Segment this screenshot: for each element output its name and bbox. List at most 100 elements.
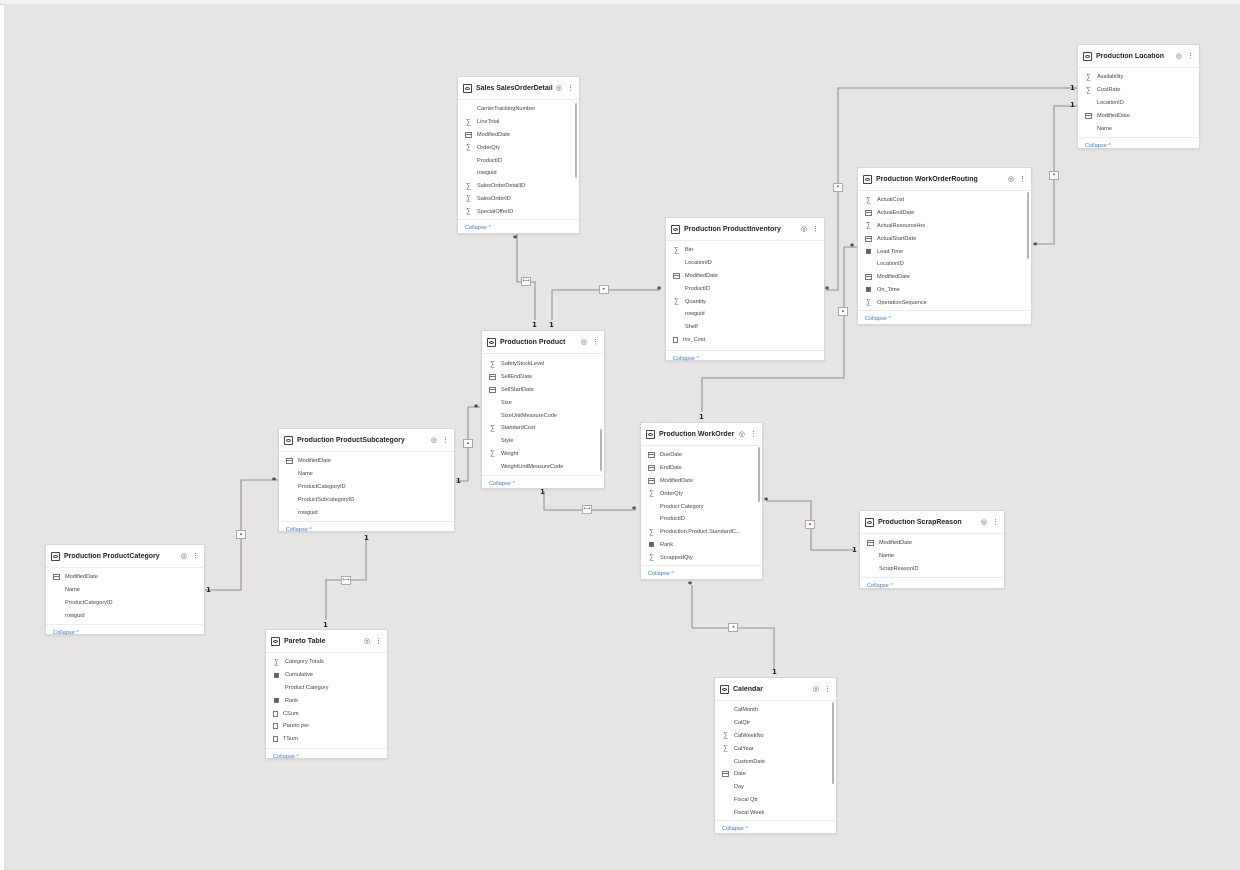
field-row[interactable]: ∑SalesOrderID (458, 193, 579, 206)
card-header[interactable]: Sales SalesOrderDetail ◎⋮ (458, 77, 579, 100)
filter-direction-icon[interactable]: ⟷ (582, 505, 592, 514)
field-row[interactable]: Date (715, 768, 836, 781)
field-row[interactable]: CustomDate (715, 755, 836, 768)
field-row[interactable]: ∑CostRate (1078, 84, 1199, 97)
field-row[interactable]: ∑SpecialOfferID (458, 205, 579, 218)
field-row[interactable]: TSum (266, 733, 387, 746)
field-row[interactable]: ∑ScrappedQty (641, 551, 762, 564)
field-row[interactable]: ProductID (666, 282, 824, 295)
eye-icon[interactable]: ◎ (812, 686, 819, 693)
field-row[interactable]: ∑ActualResourceHrs (858, 220, 1031, 233)
eye-icon[interactable]: ◎ (363, 638, 370, 645)
card-header[interactable]: Production WorkOrder ◎⋮ (641, 423, 762, 446)
eye-icon[interactable]: ◎ (1007, 176, 1014, 183)
field-row[interactable]: ScrapReasonID (860, 563, 1004, 576)
field-row[interactable]: ▦Lead Time (858, 245, 1031, 258)
collapse-link[interactable]: Collapse ^ (1078, 137, 1199, 154)
field-row[interactable]: ActualStartDate (858, 232, 1031, 245)
eye-icon[interactable]: ◎ (980, 519, 987, 526)
filter-direction-icon[interactable]: ⟷ (341, 576, 351, 585)
table-card-production-workorderrouting[interactable]: Production WorkOrderRouting ◎⋮ ∑ActualCo… (857, 167, 1032, 325)
field-row[interactable]: Fiscal Week (715, 806, 836, 819)
field-row[interactable]: ModifiedDate (458, 129, 579, 142)
more-options-icon[interactable]: ⋮ (192, 553, 199, 560)
field-row[interactable]: ModifiedDate (46, 571, 204, 584)
field-row[interactable]: Shelf (666, 321, 824, 334)
field-row[interactable]: ModifiedDate (666, 270, 824, 283)
filter-direction-icon[interactable]: ▴ (805, 520, 815, 529)
field-row[interactable]: ModifiedDate (858, 271, 1031, 284)
more-options-icon[interactable]: ⋮ (442, 437, 449, 444)
table-card-pareto-table[interactable]: Pareto Table ◎⋮ ∑Category Totals▦Cumulat… (265, 629, 388, 760)
collapse-link[interactable]: Collapse ^ (666, 350, 824, 367)
field-row[interactable]: ∑OrderQty (641, 487, 762, 500)
filter-direction-icon[interactable]: ▴ (838, 307, 848, 316)
field-row[interactable]: LocationID (666, 257, 824, 270)
field-row[interactable]: Fiscal Qtr (715, 794, 836, 807)
collapse-link[interactable]: Collapse ^ (482, 475, 604, 492)
field-row[interactable]: Product Category (266, 682, 387, 695)
table-card-production-productcategory[interactable]: Production ProductCategory ◎⋮ ModifiedDa… (45, 544, 205, 636)
field-row[interactable]: SizeUnitMeasureCode (482, 409, 604, 422)
more-options-icon[interactable]: ⋮ (1019, 176, 1026, 183)
eye-icon[interactable]: ◎ (738, 431, 745, 438)
field-row[interactable]: Inv_Cost (666, 334, 824, 347)
eye-icon[interactable]: ◎ (555, 85, 562, 92)
collapse-link[interactable]: Collapse ^ (279, 521, 454, 538)
field-row[interactable]: ProductSubcategoryID (279, 493, 454, 506)
collapse-link[interactable]: Collapse ^ (860, 577, 1004, 594)
field-row[interactable]: EndDate (641, 462, 762, 475)
card-header[interactable]: Production Product ◎⋮ (482, 331, 604, 354)
card-header[interactable]: Production WorkOrderRouting ◎⋮ (858, 168, 1031, 191)
more-options-icon[interactable]: ⋮ (812, 226, 819, 233)
scrollbar[interactable] (575, 103, 577, 178)
scrollbar[interactable] (758, 447, 760, 502)
field-row[interactable]: ProductCategoryID (279, 481, 454, 494)
card-header[interactable]: Pareto Table ◎⋮ (266, 630, 387, 653)
field-row[interactable]: ∑SafetyStockLevel (482, 358, 604, 371)
more-options-icon[interactable]: ⋮ (824, 686, 831, 693)
field-row[interactable]: ProductCategoryID (46, 597, 204, 610)
field-row[interactable]: ProductID (458, 154, 579, 167)
field-row[interactable]: LocationID (1078, 97, 1199, 110)
more-options-icon[interactable]: ⋮ (1187, 53, 1194, 60)
field-row[interactable]: ActualEndDate (858, 207, 1031, 220)
collapse-link[interactable]: Collapse ^ (715, 820, 836, 837)
field-row[interactable]: ∑OperationSequence (858, 296, 1031, 309)
field-row[interactable]: ∑LineTotal (458, 116, 579, 129)
field-row[interactable]: CalMonth (715, 704, 836, 717)
field-row[interactable]: ∑Bin (666, 244, 824, 257)
field-row[interactable]: ∑CalYear (715, 742, 836, 755)
field-row[interactable]: LocationID (858, 258, 1031, 271)
field-row[interactable]: Style (482, 435, 604, 448)
field-row[interactable]: ∑Quantity (666, 295, 824, 308)
field-row[interactable]: ModifiedDate (641, 475, 762, 488)
field-row[interactable]: ▦On_Time (858, 284, 1031, 297)
field-row[interactable]: rowguid (279, 506, 454, 519)
collapse-link[interactable]: Collapse ^ (641, 565, 762, 582)
field-row[interactable]: SellStartDate (482, 384, 604, 397)
collapse-link[interactable]: Collapse ^ (458, 219, 579, 236)
field-row[interactable]: ProductID (641, 513, 762, 526)
field-row[interactable]: Name (860, 550, 1004, 563)
field-row[interactable]: ▦Rank (266, 694, 387, 707)
field-row[interactable]: ModifiedDate (860, 537, 1004, 550)
field-row[interactable]: Size (482, 396, 604, 409)
field-row[interactable]: Pareto per (266, 720, 387, 733)
eye-icon[interactable]: ◎ (180, 553, 187, 560)
more-options-icon[interactable]: ⋮ (567, 85, 574, 92)
more-options-icon[interactable]: ⋮ (992, 519, 999, 526)
card-header[interactable]: Production ProductInventory ◎⋮ (666, 218, 824, 241)
filter-direction-icon[interactable]: ⟷ (521, 277, 531, 286)
field-row[interactable]: ModifiedDate (279, 455, 454, 468)
field-row[interactable]: rowguid (458, 167, 579, 180)
card-header[interactable]: Production Location ◎⋮ (1078, 45, 1199, 68)
field-row[interactable]: CSum (266, 707, 387, 720)
